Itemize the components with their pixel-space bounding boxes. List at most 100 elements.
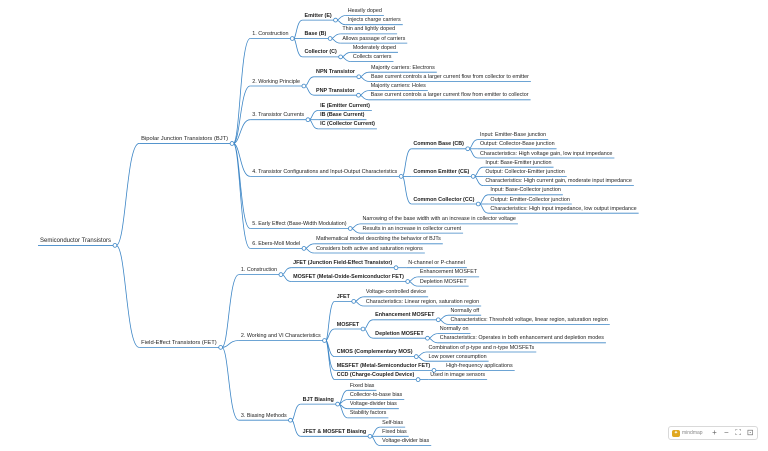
collapse-toggle[interactable] bbox=[398, 174, 404, 179]
collapse-toggle[interactable] bbox=[229, 141, 235, 146]
node-base-b[interactable]: Base (B) bbox=[304, 31, 327, 37]
node-depletion-mosfet[interactable]: Depletion MOSFET bbox=[375, 330, 424, 337]
node-moderately-doped[interactable]: Moderately doped bbox=[352, 44, 396, 51]
collapse-toggle[interactable] bbox=[305, 117, 311, 122]
collapse-toggle[interactable] bbox=[288, 417, 293, 423]
node-jfet-mosfet-biasing[interactable]: JFET & MOSFET Biasing bbox=[302, 428, 367, 435]
node-mesfet-metal-semiconductor-fet[interactable]: MESFET (Metal-Semiconductor FET) bbox=[336, 362, 431, 369]
node-mathematical-model-describing-the-behavi[interactable]: Mathematical model describing the behavi… bbox=[316, 236, 441, 243]
zoom-out-button[interactable]: − bbox=[724, 428, 729, 437]
node-bipolar-junction-transistors-bjt[interactable]: Bipolar Junction Transistors (BJT) bbox=[141, 135, 229, 142]
node-6-ebers-moll-model[interactable]: 6. Ebers-Moll Model bbox=[252, 240, 301, 247]
node-base-current-controls-a-larger-current-f[interactable]: Base current controls a larger current f… bbox=[370, 92, 529, 99]
node-characteristics-high-input-impedance-low[interactable]: Characteristics: High input impedance, l… bbox=[490, 205, 637, 212]
node-narrowing-of-the-base-width-with-an-incr[interactable]: Narrowing of the base width with an incr… bbox=[362, 216, 516, 223]
node-combination-of-p-type-and-n-type-mosfets[interactable]: Combination of p-type and n-type MOSFETs bbox=[428, 344, 535, 351]
node-ic-collector-current[interactable]: IC (Collector Current) bbox=[320, 121, 375, 128]
node-common-collector-cc[interactable]: Common Collector (CC) bbox=[413, 196, 475, 203]
fit-view-button[interactable]: ⛶ bbox=[735, 428, 742, 437]
node-common-emitter-ce[interactable]: Common Emitter (CE) bbox=[413, 168, 470, 175]
node-ie-emitter-current[interactable]: IE (Emitter Current) bbox=[320, 103, 370, 109]
node-normally-on[interactable]: Normally on bbox=[439, 326, 469, 333]
collapse-toggle[interactable] bbox=[356, 74, 362, 80]
node-input-base-emitter-junction[interactable]: Input: Base-Emitter junction bbox=[485, 159, 552, 166]
node-npn-transistor[interactable]: NPN Transistor bbox=[316, 69, 355, 76]
collapse-toggle[interactable] bbox=[415, 377, 421, 382]
node-enhancement-mosfet[interactable]: Enhancement MOSFET bbox=[419, 269, 478, 276]
node-characteristics-linear-region-saturation[interactable]: Characteristics: Linear region, saturati… bbox=[365, 298, 480, 305]
collapse-toggle[interactable] bbox=[431, 368, 437, 373]
collapse-toggle[interactable] bbox=[356, 92, 361, 98]
node-base-current-controls-a-larger-current-f[interactable]: Base current controls a larger current f… bbox=[371, 73, 529, 80]
collapse-toggle[interactable] bbox=[360, 326, 366, 332]
fullscreen-button[interactable]: ⊡ bbox=[746, 428, 754, 437]
node-collector-to-base-bias[interactable]: Collector-to-base bias bbox=[349, 392, 403, 398]
collapse-toggle[interactable] bbox=[333, 17, 338, 23]
collapse-toggle[interactable] bbox=[278, 272, 284, 277]
node-collector-c[interactable]: Collector (C) bbox=[304, 49, 337, 56]
node-depletion-mosfet[interactable]: Depletion MOSFET bbox=[419, 278, 467, 285]
collapse-toggle[interactable] bbox=[301, 83, 307, 89]
collapse-toggle[interactable] bbox=[393, 265, 399, 271]
node-fixed-bias[interactable]: Fixed bias bbox=[382, 428, 407, 435]
node-3-transistor-currents[interactable]: 3. Transistor Currents bbox=[252, 112, 305, 119]
node-allows-passage-of-carriers[interactable]: Allows passage of carriers bbox=[342, 35, 406, 42]
node-cmos-complementary-mos[interactable]: CMOS (Complementary MOS) bbox=[336, 349, 413, 356]
node-fixed-bias[interactable]: Fixed bias bbox=[349, 382, 375, 389]
node-thin-and-lightly-doped[interactable]: Thin and lightly doped bbox=[342, 26, 396, 33]
collapse-toggle[interactable] bbox=[367, 433, 373, 439]
node-jfet-junction-field-effect-transistor[interactable]: JFET (Junction Field-Effect Transistor) bbox=[293, 260, 393, 267]
node-2-working-principle[interactable]: 2. Working Principle bbox=[252, 78, 301, 85]
node-low-power-consumption[interactable]: Low power consumption bbox=[428, 353, 487, 360]
node-common-base-cb[interactable]: Common Base (CB) bbox=[413, 141, 464, 148]
collapse-toggle[interactable] bbox=[351, 299, 357, 304]
collapse-toggle[interactable] bbox=[335, 401, 340, 407]
node-normally-off[interactable]: Normally off bbox=[450, 307, 480, 314]
node-mosfet[interactable]: MOSFET bbox=[336, 321, 360, 328]
node-ib-base-current[interactable]: IB (Base Current) bbox=[320, 112, 365, 119]
node-voltage-divider-bias[interactable]: Voltage-divider bias bbox=[349, 401, 397, 408]
collapse-toggle[interactable] bbox=[470, 174, 476, 179]
collapse-toggle[interactable] bbox=[425, 335, 430, 341]
node-majority-carriers-electrons[interactable]: Majority carriers: Electrons bbox=[371, 64, 435, 71]
node-input-emitter-base-junction[interactable]: Input: Emitter-Base junction bbox=[479, 132, 547, 139]
collapse-toggle[interactable] bbox=[475, 201, 481, 207]
collapse-toggle[interactable] bbox=[338, 54, 343, 60]
node-ccd-charge-coupled-device[interactable]: CCD (Charge-Coupled Device) bbox=[336, 372, 415, 379]
node-characteristics-threshold-voltage-linear[interactable]: Characteristics: Threshold voltage, line… bbox=[450, 316, 608, 323]
collapse-toggle[interactable] bbox=[327, 36, 333, 41]
node-injects-charge-carriers[interactable]: Injects charge carriers bbox=[347, 17, 401, 24]
collapse-toggle[interactable] bbox=[322, 338, 327, 343]
node-used-in-image-sensors[interactable]: Used in image sensors bbox=[430, 372, 486, 379]
collapse-toggle[interactable] bbox=[347, 226, 353, 231]
node-4-transistor-configurations-and-input-ou[interactable]: 4. Transistor Configurations and Input-O… bbox=[252, 168, 398, 175]
node-voltage-divider-bias[interactable]: Voltage-divider bias bbox=[382, 438, 430, 444]
node-considers-both-active-and-saturation-reg[interactable]: Considers both active and saturation reg… bbox=[316, 245, 423, 252]
collapse-toggle[interactable] bbox=[413, 354, 419, 359]
node-characteristics-high-current-gain-modera[interactable]: Characteristics: High current gain, mode… bbox=[485, 178, 632, 185]
node-3-biasing-methods[interactable]: 3. Biasing Methods bbox=[240, 412, 287, 419]
collapse-toggle[interactable] bbox=[405, 279, 410, 284]
node-1-construction[interactable]: 1. Construction bbox=[252, 31, 289, 37]
node-bjt-biasing[interactable]: BJT Biasing bbox=[302, 396, 334, 403]
node-characteristics-high-voltage-gain-low-in[interactable]: Characteristics: High voltage gain, low … bbox=[479, 150, 613, 157]
collapse-toggle[interactable] bbox=[218, 345, 223, 350]
node-characteristics-operates-in-both-enhance[interactable]: Characteristics: Operates in both enhanc… bbox=[439, 335, 604, 342]
node-emitter-e[interactable]: Emitter (E) bbox=[304, 12, 332, 19]
node-self-bias[interactable]: Self-bias bbox=[382, 419, 404, 426]
node-enhancement-mosfet[interactable]: Enhancement MOSFET bbox=[375, 312, 435, 319]
node-n-channel-or-p-channel[interactable]: N-channel or P-channel bbox=[408, 260, 465, 267]
collapse-toggle[interactable] bbox=[112, 243, 118, 248]
node-output-emitter-collector-junction[interactable]: Output: Emitter-Collector junction bbox=[490, 196, 570, 203]
node-majority-carriers-holes[interactable]: Majority carriers: Holes bbox=[370, 83, 426, 90]
collapse-toggle[interactable] bbox=[301, 246, 307, 251]
collapse-toggle[interactable] bbox=[289, 36, 295, 41]
node-output-collector-emitter-junction[interactable]: Output: Collector-Emitter junction bbox=[485, 168, 565, 175]
node-stability-factors[interactable]: Stability factors bbox=[349, 410, 387, 417]
node-field-effect-transistors-fet[interactable]: Field-Effect Transistors (FET) bbox=[141, 339, 217, 346]
node-semiconductor-transistors[interactable]: Semiconductor Transistors bbox=[40, 237, 112, 244]
node-results-in-an-increase-in-collector-curr[interactable]: Results in an increase in collector curr… bbox=[362, 225, 462, 232]
collapse-toggle[interactable] bbox=[435, 317, 441, 323]
node-pnp-transistor[interactable]: PNP Transistor bbox=[316, 87, 355, 94]
collapse-toggle[interactable] bbox=[465, 146, 471, 152]
